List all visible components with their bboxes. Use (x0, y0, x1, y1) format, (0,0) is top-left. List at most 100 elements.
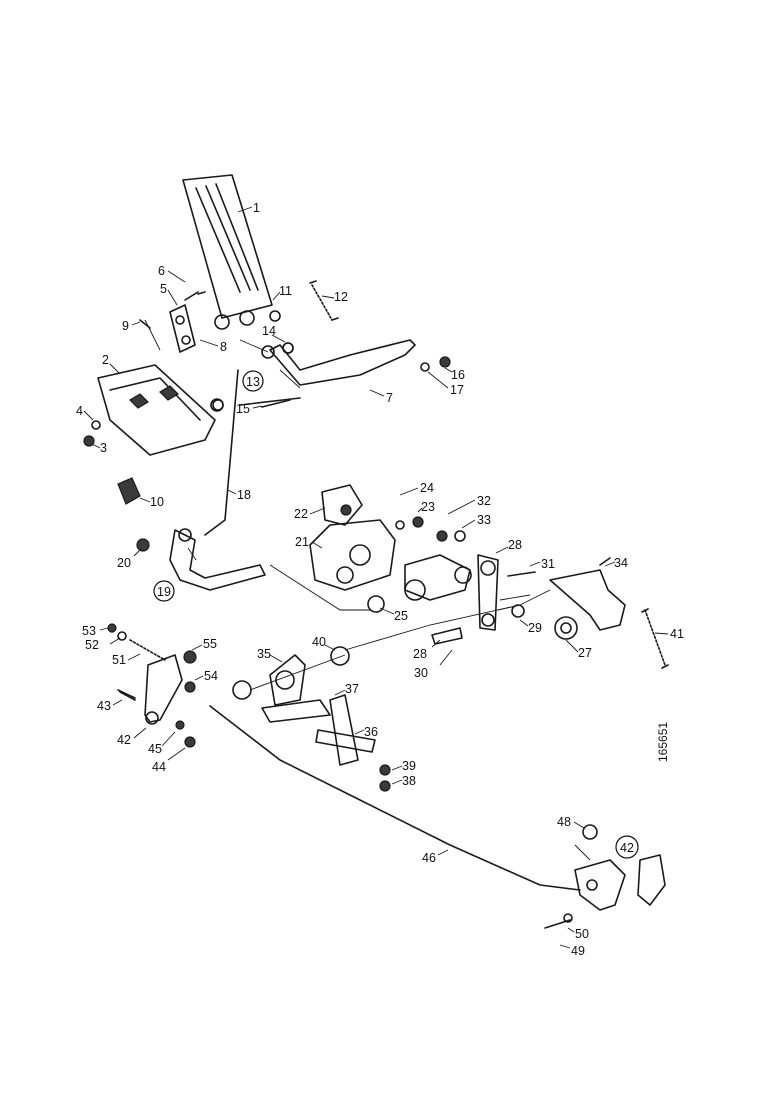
bellcrank-34 (549, 557, 626, 631)
bracket-35 (261, 654, 331, 723)
callout-17-text: 17 (450, 383, 464, 397)
callout-15-text: 15 (236, 402, 250, 416)
callout-28-lower: 28 (413, 639, 441, 661)
callout-43: 43 (97, 699, 123, 713)
callout-4: 4 (76, 404, 94, 421)
callout-27-text: 27 (578, 646, 592, 660)
callout-34: 34 (604, 556, 628, 570)
lever-42 (117, 654, 183, 725)
callout-37: 37 (334, 682, 359, 696)
callout-3: 3 (91, 441, 107, 455)
callout-6: 6 (158, 264, 186, 283)
callout-44-text: 44 (152, 760, 166, 774)
callout-49-text: 49 (571, 944, 585, 958)
callout-5: 5 (160, 282, 178, 306)
end-bracket-47 (574, 854, 666, 911)
callout-10: 10 (139, 495, 164, 509)
callout-35: 35 (257, 647, 283, 663)
callout-51-text: 51 (112, 653, 126, 667)
callout-13: 13 (242, 370, 264, 392)
callout-40-text: 40 (312, 635, 326, 649)
callout-45-text: 45 (148, 742, 162, 756)
callout-32: 32 (447, 494, 491, 515)
callout-53: 53 (82, 624, 109, 638)
callout-19-text: 19 (157, 585, 171, 599)
callout-50-text: 50 (575, 927, 589, 941)
callout-19: 19 (153, 580, 175, 602)
callout-52-text: 52 (85, 638, 99, 652)
callout-48: 48 (557, 815, 585, 829)
callout-18-text: 18 (237, 488, 251, 502)
callout-50: 50 (567, 927, 589, 941)
callout-28-upper: 28 (495, 538, 522, 554)
callout-37-text: 37 (345, 682, 359, 696)
return-spring-upper (309, 280, 339, 321)
callout-55-text: 55 (203, 637, 217, 651)
bushing-mid (232, 680, 252, 700)
callout-30-text: 30 (414, 666, 428, 680)
callout-11-text: 11 (279, 284, 292, 298)
callout-43-text: 43 (97, 699, 111, 713)
small-hardware (83, 291, 536, 792)
callout-36: 36 (354, 725, 378, 739)
callout-12-text: 12 (334, 290, 348, 304)
callout-25-text: 25 (394, 609, 408, 623)
callout-54: 54 (194, 669, 218, 683)
callout-54-text: 54 (204, 669, 218, 683)
callout-46-text: 46 (422, 851, 436, 865)
bushing-40 (330, 646, 350, 666)
bracket-36 (315, 694, 376, 766)
callout-27: 27 (565, 639, 592, 660)
callout-24: 24 (399, 481, 434, 496)
callout-34-text: 34 (614, 556, 628, 570)
callout-42-circled-text: 42 (620, 841, 634, 855)
callout-21-text: 21 (295, 535, 309, 549)
callout-11: 11 (272, 284, 292, 301)
callout-12: 12 (321, 290, 348, 304)
callout-38-text: 38 (402, 774, 416, 788)
callout-22-text: 22 (294, 507, 308, 521)
callout-41-text: 41 (670, 627, 684, 641)
callout-32-text: 32 (477, 494, 491, 508)
callout-42-circled: 42 (615, 835, 639, 859)
callout-8-text: 8 (220, 340, 227, 354)
lower-lever-19 (169, 528, 266, 591)
alignment-lines (144, 319, 591, 861)
callout-14-text: 14 (262, 324, 276, 338)
callout-9-text: 9 (122, 319, 129, 333)
callout-52: 52 (85, 637, 121, 652)
callout-10-text: 10 (150, 495, 164, 509)
callout-24-text: 24 (420, 481, 434, 495)
callout-14: 14 (262, 324, 286, 343)
callout-16-text: 16 (451, 368, 465, 382)
callout-20: 20 (117, 548, 142, 570)
callout-36-text: 36 (364, 725, 378, 739)
callout-23: 23 (417, 500, 435, 514)
relay-shaft (367, 554, 472, 613)
callout-29-text: 29 (528, 621, 542, 635)
callout-23-text: 23 (421, 500, 435, 514)
callout-30: 30 (414, 649, 453, 680)
callout-20-text: 20 (117, 556, 131, 570)
callout-31-text: 31 (541, 557, 555, 571)
bolt-49 (544, 913, 573, 929)
callout-6-text: 6 (158, 264, 165, 278)
stop-block (117, 477, 141, 505)
callout-5-text: 5 (160, 282, 167, 296)
callout-45: 45 (148, 731, 176, 756)
callout-15: 15 (236, 402, 263, 416)
spring-41 (641, 608, 669, 669)
callout-9: 9 (122, 319, 141, 333)
callout-7: 7 (369, 389, 393, 405)
callout-28-upper-text: 28 (508, 538, 522, 552)
callout-40: 40 (312, 635, 336, 651)
callout-35-text: 35 (257, 647, 271, 661)
callout-48-text: 48 (557, 815, 571, 829)
callout-28-lower-text: 28 (413, 647, 427, 661)
callout-4-text: 4 (76, 404, 83, 418)
callout-55: 55 (191, 637, 217, 651)
callout-31: 31 (529, 557, 555, 571)
callout-2: 2 (102, 353, 121, 375)
